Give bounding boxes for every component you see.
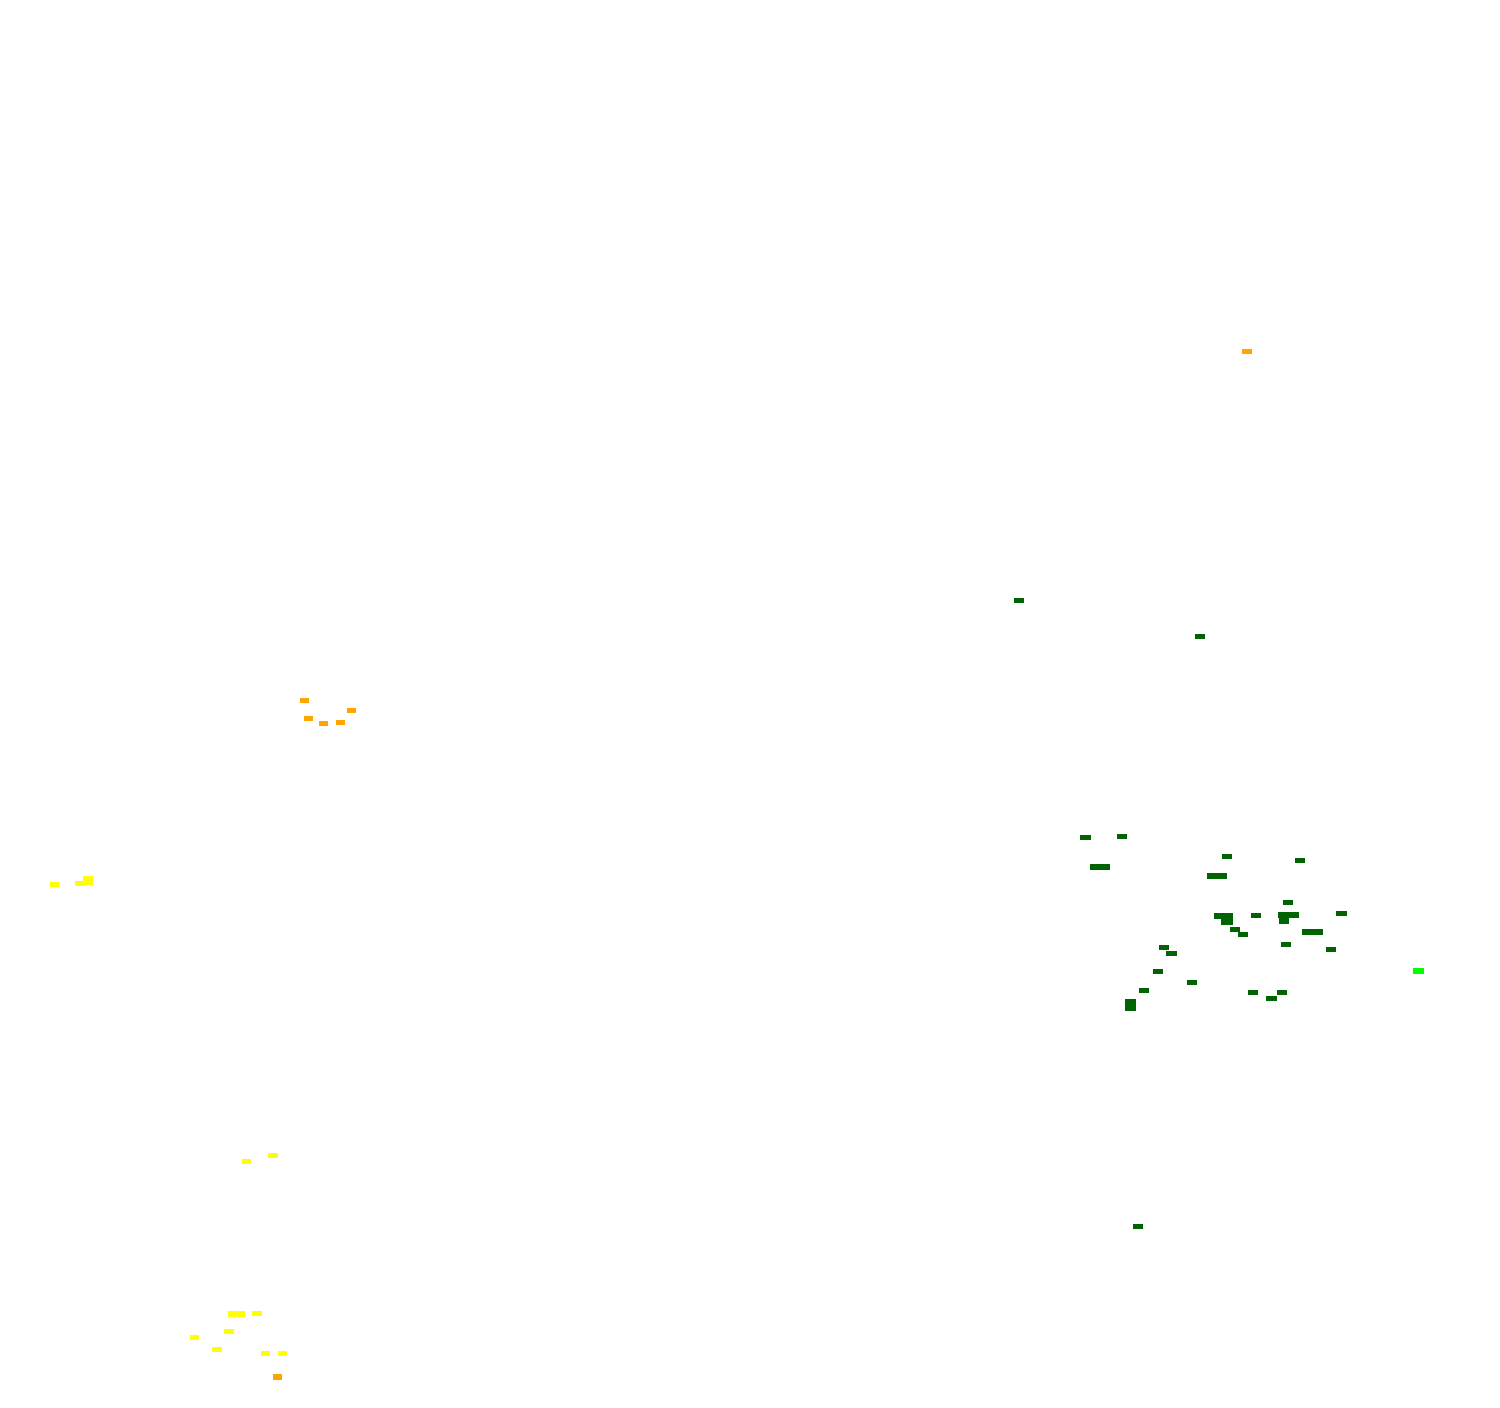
yellow-patch — [83, 876, 93, 885]
dark-green-patch — [1248, 990, 1258, 995]
dark-green-patch — [1281, 942, 1291, 947]
orange-patch — [304, 716, 313, 721]
dark-green-patch — [1302, 929, 1323, 935]
bright-green-patch — [1413, 968, 1424, 974]
dark-green-patch — [1187, 980, 1197, 985]
orange-patch — [1242, 349, 1252, 354]
dark-green-patch — [1159, 945, 1169, 950]
dark-green-patch — [1014, 598, 1024, 603]
orange-patch — [300, 698, 309, 703]
dark-green-patch — [1090, 864, 1110, 870]
yellow-patch — [228, 1311, 245, 1317]
dark-green-patch — [1230, 927, 1240, 932]
dark-green-patch — [1125, 999, 1136, 1011]
dark-green-patch — [1080, 835, 1091, 840]
orange-patch — [347, 708, 356, 713]
dark-green-patch — [1195, 634, 1205, 639]
yellow-patch — [75, 881, 85, 886]
yellow-patch — [268, 1153, 278, 1158]
yellow-patch — [212, 1347, 222, 1352]
dark-green-patch — [1153, 969, 1163, 974]
dark-green-patch — [1117, 834, 1127, 839]
dark-green-patch — [1214, 913, 1233, 919]
dark-green-patch — [1295, 858, 1305, 863]
orange-patch — [273, 1374, 282, 1380]
dark-green-patch — [1139, 988, 1149, 993]
dark-green-patch — [1326, 947, 1336, 952]
orange-patch — [319, 721, 328, 726]
dark-green-patch — [1283, 900, 1293, 905]
yellow-patch — [278, 1351, 287, 1356]
dark-green-patch — [1222, 854, 1232, 859]
yellow-patch — [261, 1351, 270, 1356]
dark-green-patch — [1279, 917, 1289, 924]
patch-group — [50, 349, 1424, 1380]
dark-green-patch — [1238, 932, 1248, 937]
yellow-patch — [242, 1159, 251, 1164]
dark-green-patch — [1221, 917, 1233, 925]
dark-green-patch — [1207, 873, 1227, 879]
dark-green-patch — [1251, 913, 1261, 918]
dark-green-patch — [1336, 911, 1347, 916]
dark-green-patch — [1277, 990, 1287, 995]
dark-green-patch — [1133, 1224, 1143, 1229]
dark-green-patch — [1278, 912, 1299, 918]
yellow-patch — [190, 1335, 199, 1340]
dark-green-patch — [1166, 951, 1177, 956]
orange-patch — [336, 720, 345, 725]
dark-green-patch — [1266, 996, 1277, 1001]
yellow-patch — [252, 1311, 262, 1316]
yellow-patch — [224, 1329, 234, 1334]
yellow-patch — [50, 882, 59, 887]
